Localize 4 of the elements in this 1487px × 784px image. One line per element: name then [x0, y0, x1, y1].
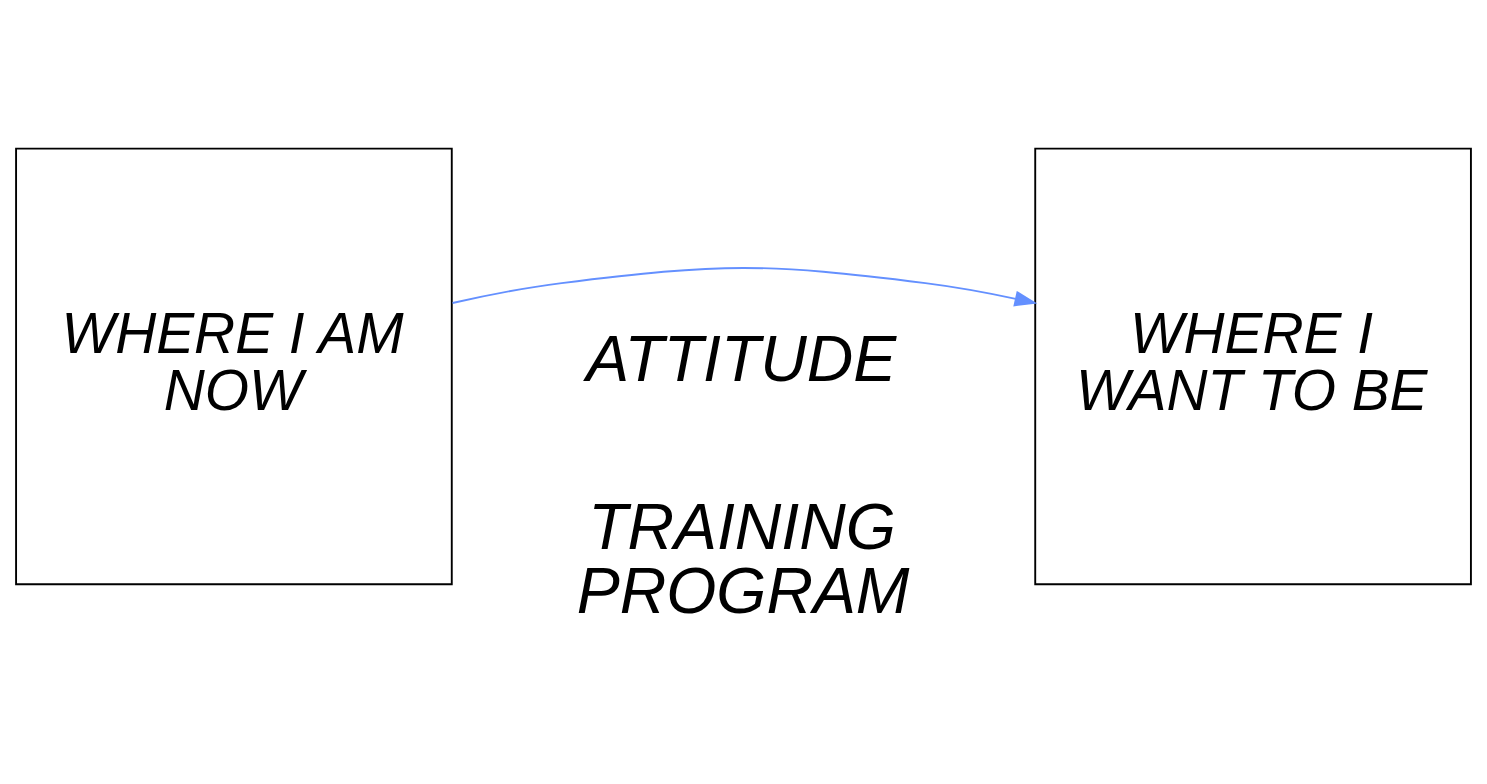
node-box: WHERE I AM NOW: [15, 147, 453, 586]
node-box: WHERE I WANT TO BE: [1034, 147, 1472, 586]
label: TRAINING PROGRAM: [576, 490, 910, 628]
arrow: [451, 267, 1038, 307]
